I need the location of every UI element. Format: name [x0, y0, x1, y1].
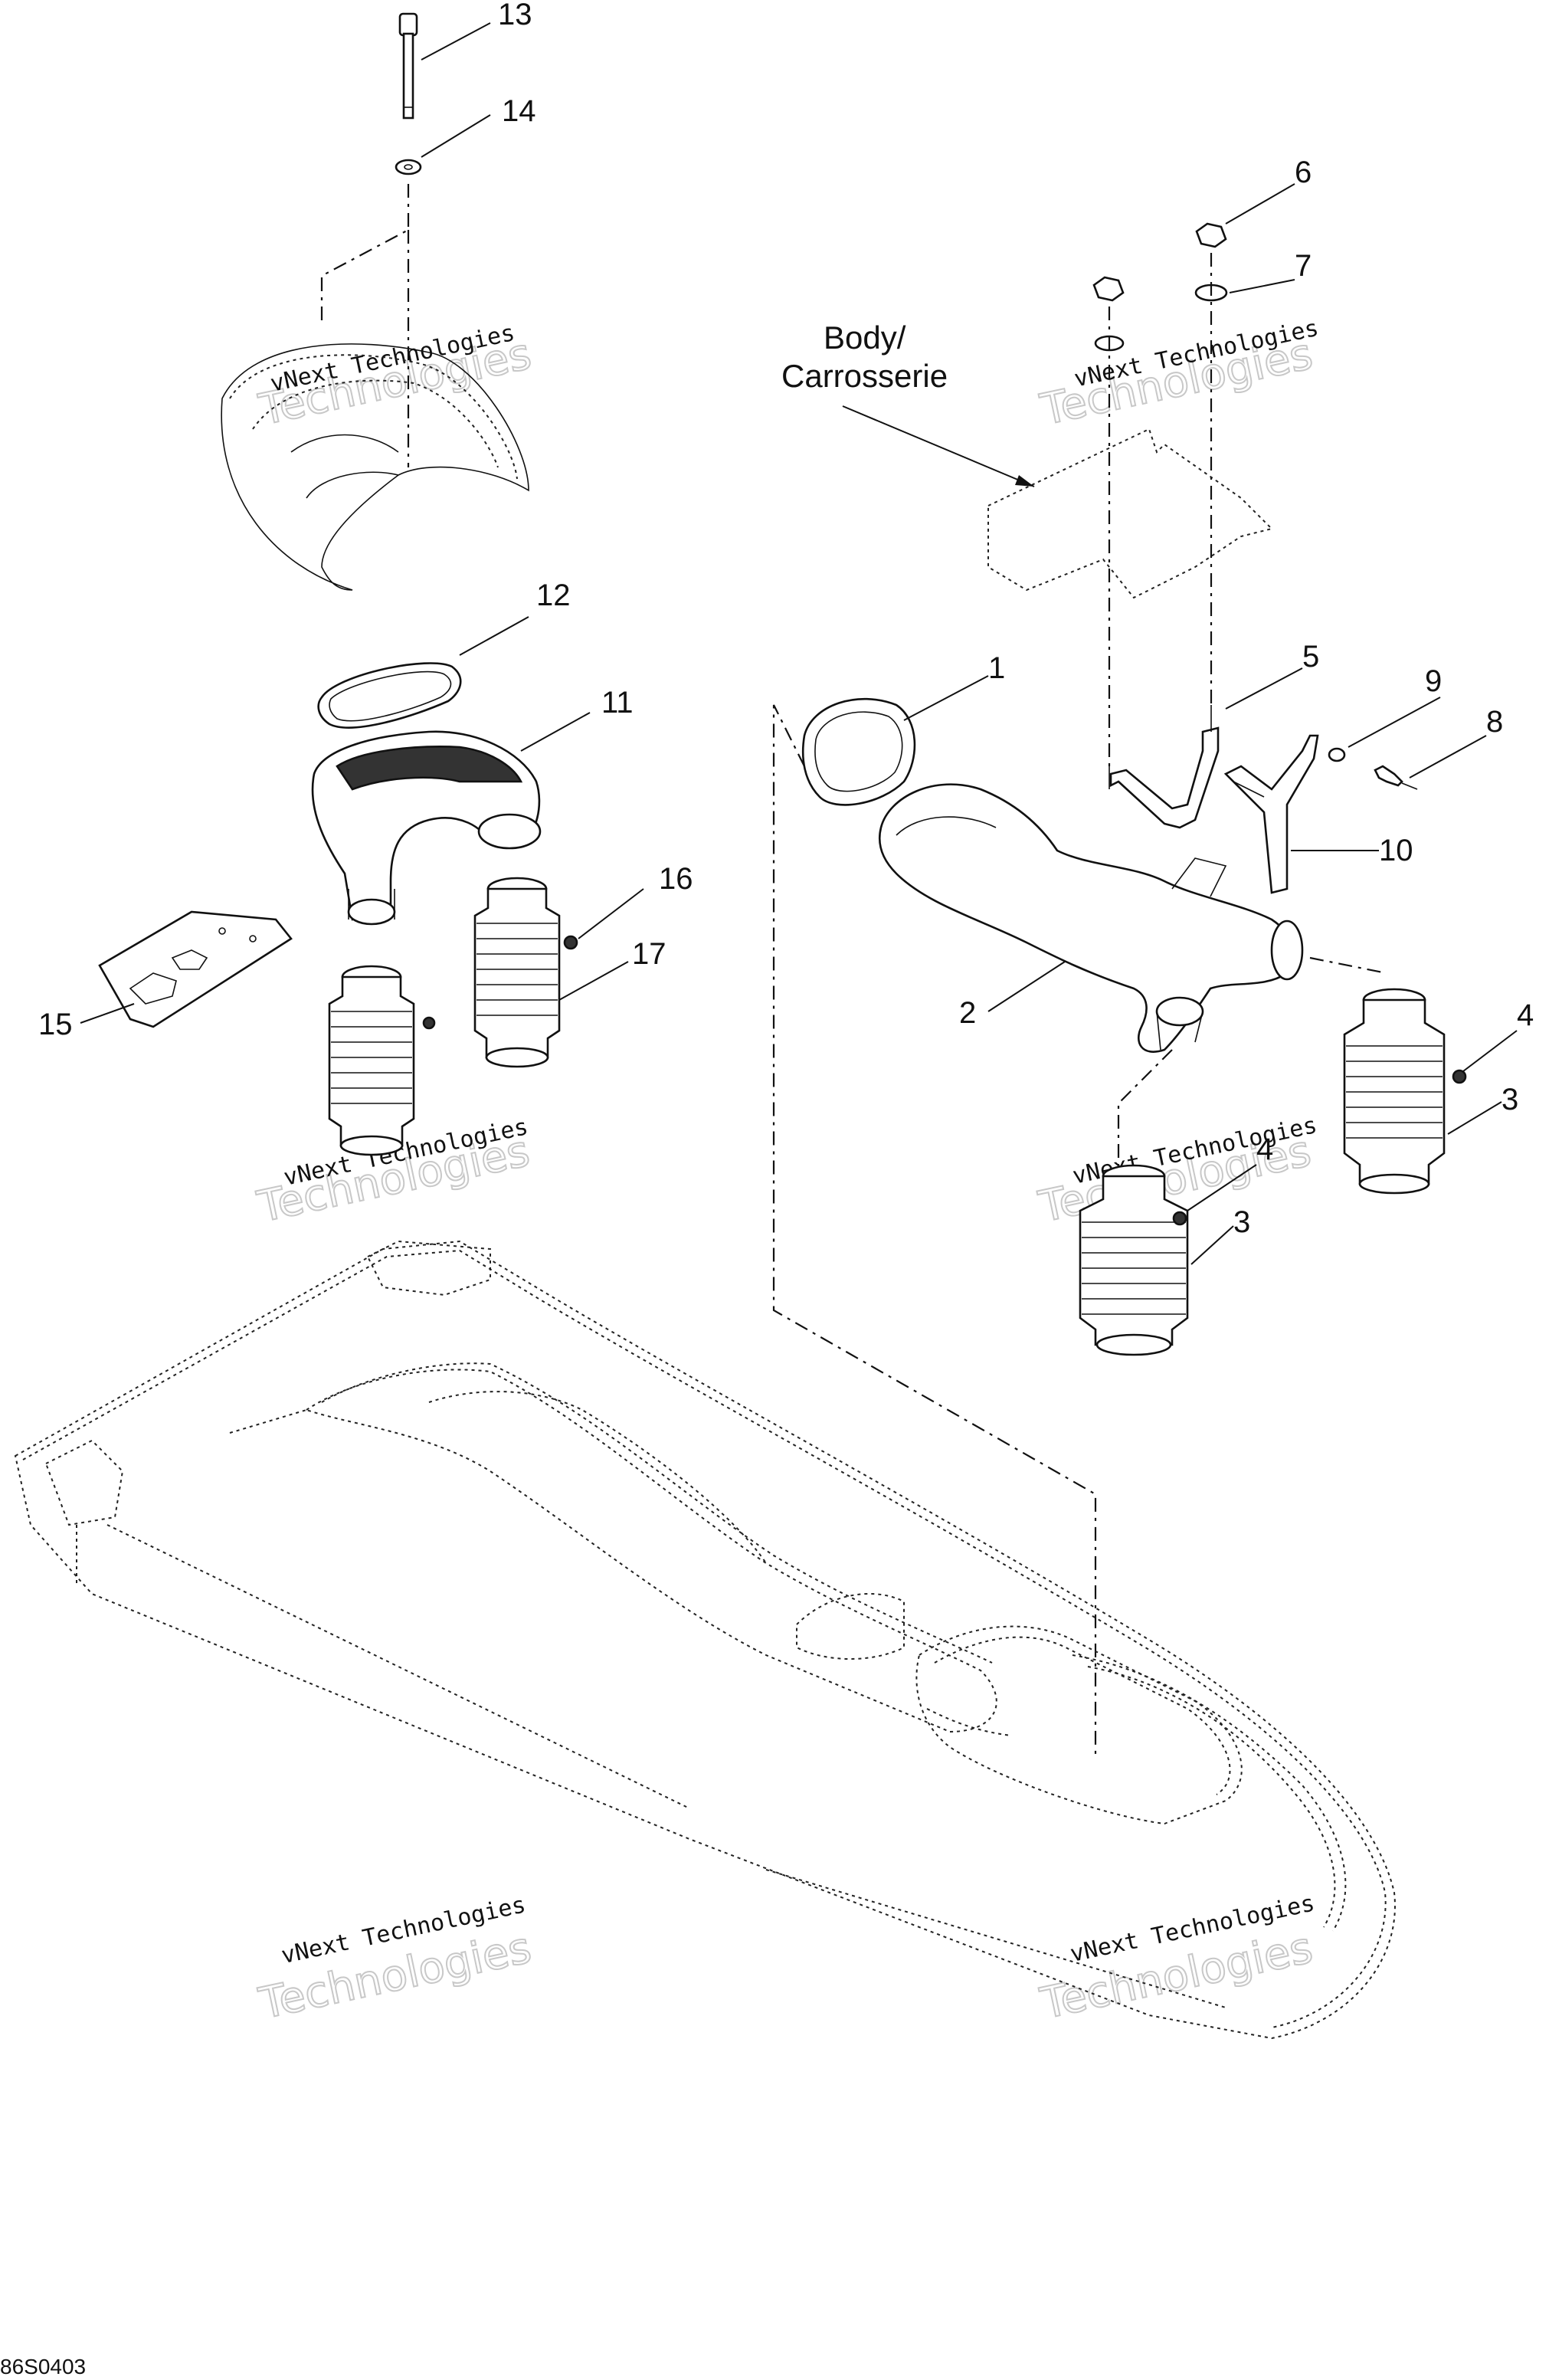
callout-15: 15	[38, 1008, 73, 1041]
callouts: 1 2 3 3 4 4 5 6 7 8 9 10 11 12 13 14 15 …	[38, 0, 1534, 1239]
assembly-line-duct-down	[1117, 1049, 1173, 1165]
intake-duct-2	[878, 783, 1304, 1053]
bellows-17-right	[473, 877, 561, 1068]
body-panel	[987, 428, 1273, 599]
bellows-3-upper	[1343, 988, 1446, 1195]
drawing-code: 86S0403	[0, 2355, 86, 2378]
bellows-3-lower	[1079, 1164, 1189, 1356]
watermark-bottom-right: Technologies vNext Technologies	[1036, 1890, 1318, 2030]
nut-6-right	[1195, 222, 1227, 248]
screw-4-upper	[1452, 1069, 1467, 1084]
body-label-line2: Carrosserie	[781, 358, 948, 394]
callout-8: 8	[1486, 705, 1503, 739]
assembly-line-to-hull	[772, 704, 1097, 1755]
body-label-line1: Body/	[824, 320, 906, 356]
watermark-top-right: Technologies vNext Technologies	[1036, 315, 1321, 436]
washer-9	[1328, 747, 1346, 762]
callout-11: 11	[601, 686, 634, 720]
front-cowl-part	[221, 343, 529, 591]
callout-5: 5	[1302, 640, 1319, 674]
callout-10: 10	[1379, 834, 1413, 867]
assembly-line-duct-right	[1309, 956, 1387, 975]
plate-15	[98, 910, 293, 1028]
callout-1: 1	[988, 651, 1005, 685]
callout-12: 12	[536, 579, 571, 612]
nut-6-left	[1092, 276, 1125, 302]
watercraft-hull	[14, 1240, 1396, 2040]
callout-7: 7	[1295, 249, 1312, 283]
callout-13: 13	[498, 0, 532, 31]
callout-3-lower: 3	[1233, 1205, 1250, 1239]
washer-14	[395, 159, 422, 175]
rivet-8	[1374, 765, 1418, 790]
callout-2: 2	[959, 996, 976, 1030]
intake-plenum-11	[311, 730, 542, 926]
callout-3-upper: 3	[1502, 1083, 1518, 1116]
body-label-leader	[842, 405, 1035, 487]
gasket-12	[317, 662, 462, 729]
gasket-1	[801, 697, 916, 806]
bellows-17-left	[328, 965, 415, 1156]
callout-4-lower: 4	[1256, 1133, 1273, 1166]
bolt-13	[398, 12, 418, 120]
bracket-5	[1109, 705, 1220, 829]
watermark-bottom-left: Technologies vNext Technologies	[254, 1891, 536, 2030]
body-label-arrowhead	[1015, 475, 1034, 487]
callout-14: 14	[502, 94, 536, 128]
callout-9: 9	[1425, 664, 1442, 698]
callout-leaders	[80, 22, 1518, 1265]
callout-16: 16	[659, 862, 693, 896]
callout-4-upper: 4	[1517, 998, 1534, 1032]
assembly-line-bolt	[320, 184, 410, 322]
bracket-10	[1223, 734, 1319, 894]
screw-16	[422, 935, 578, 1030]
callout-6: 6	[1295, 156, 1312, 189]
callout-17: 17	[632, 937, 666, 971]
body-label: Body/ Carrosserie	[781, 320, 1035, 487]
watermark-top-left: Technologies vNext Technologies	[254, 320, 536, 436]
screw-4-lower	[1172, 1211, 1187, 1226]
